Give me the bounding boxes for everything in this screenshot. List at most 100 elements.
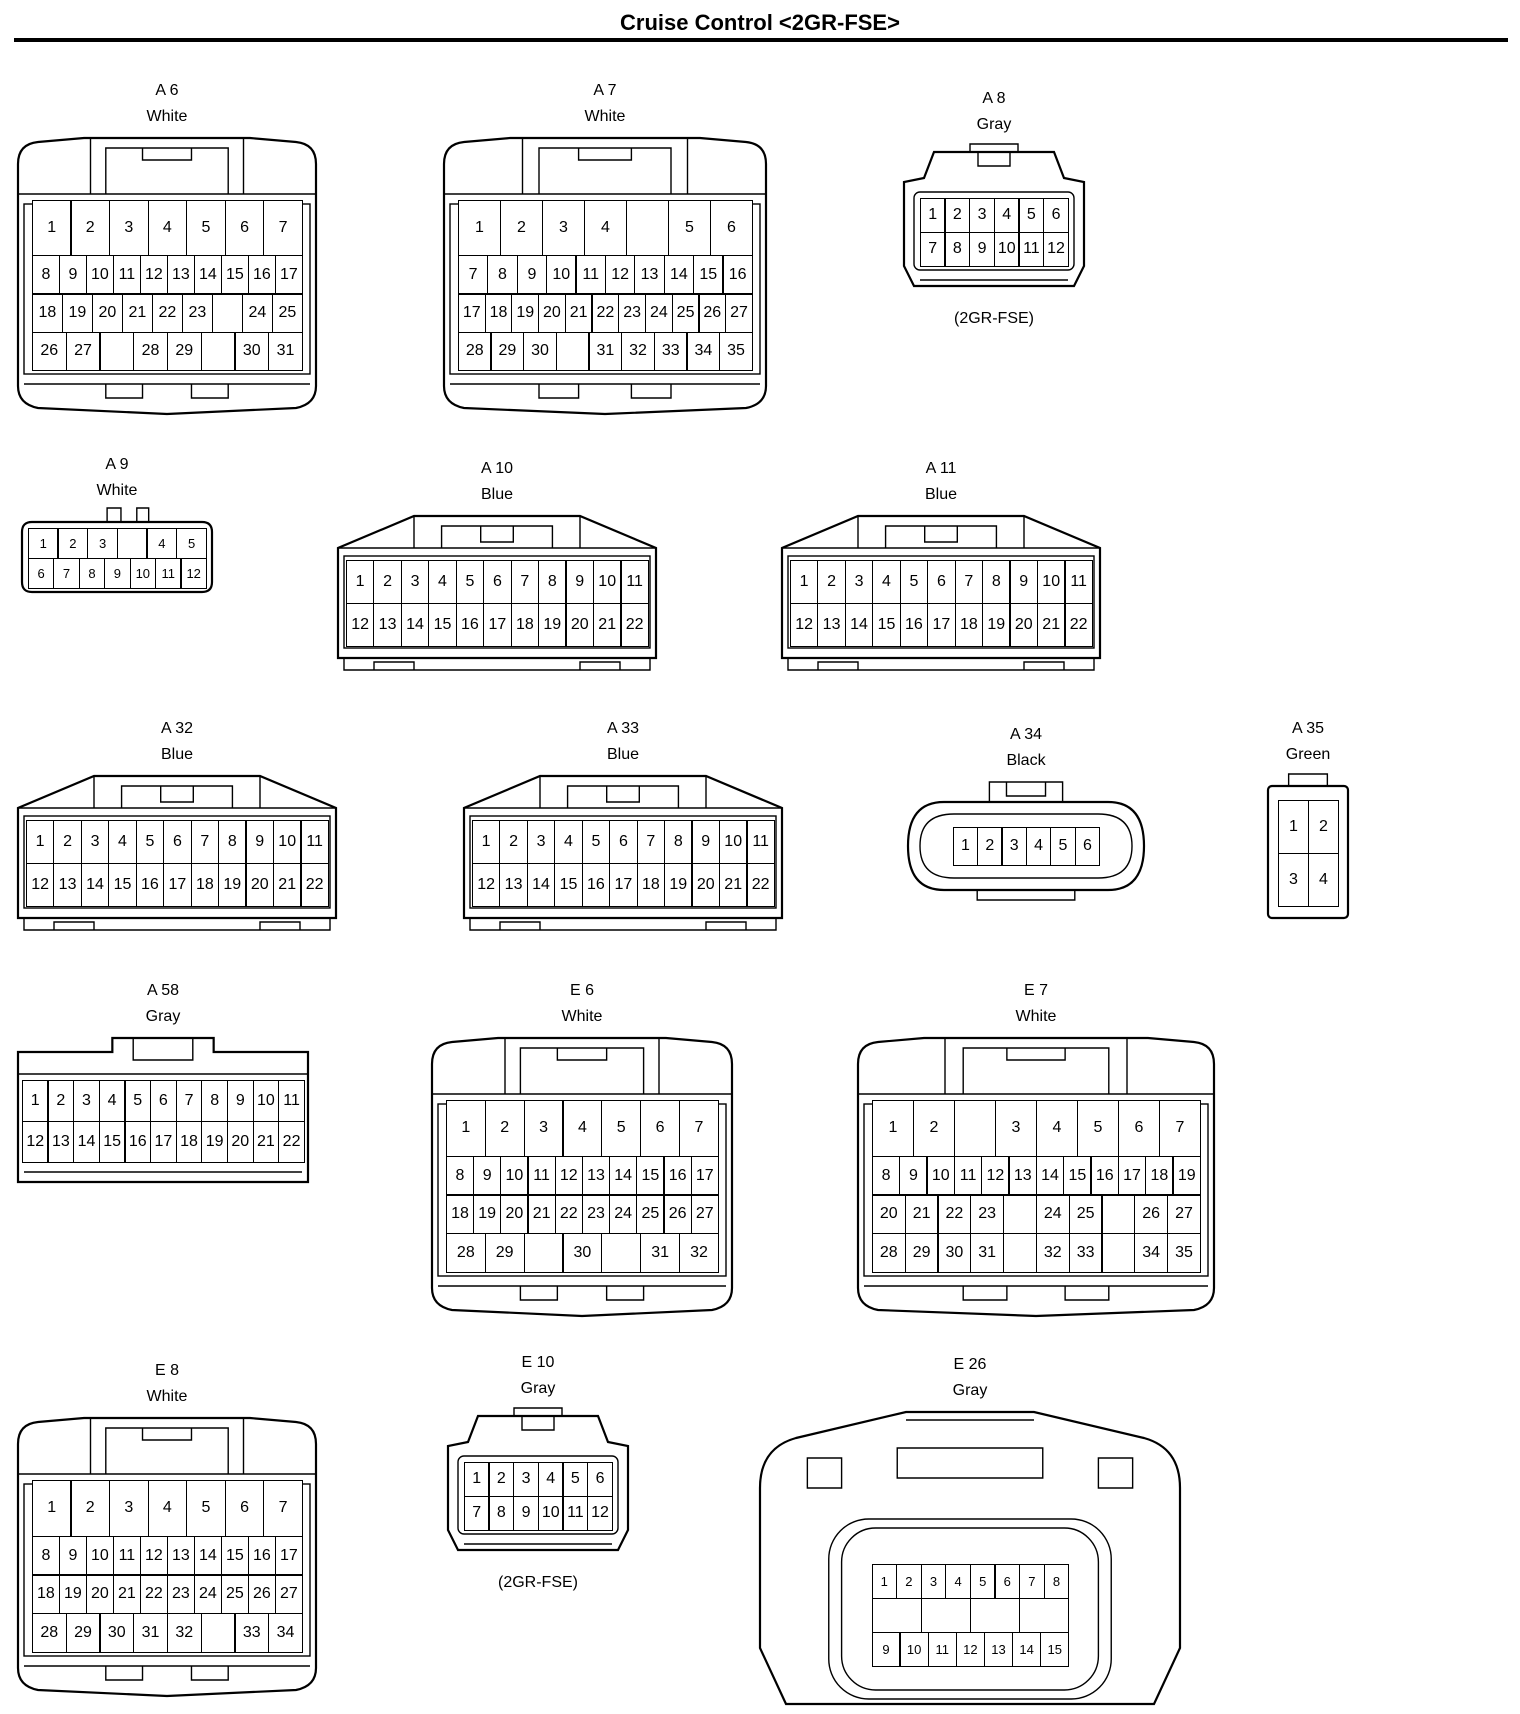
pin-cell: 27 <box>690 1194 719 1235</box>
pin-cell: 12 <box>472 863 501 907</box>
pin-cell: 15 <box>98 1121 126 1163</box>
pin-cell: 4 <box>554 820 583 864</box>
pin-cell: 1 <box>346 560 375 604</box>
connector-note: (2GR-FSE) <box>498 1574 578 1591</box>
connector-housing <box>856 1036 1216 1318</box>
pin-cell: 24 <box>242 293 273 333</box>
pin-cell: 14 <box>194 255 222 295</box>
pin-cell: 9 <box>1009 560 1038 604</box>
pin-cell: 5 <box>135 820 165 864</box>
pin-cell: 3 <box>109 1480 149 1537</box>
pin-cell: 4 <box>872 560 901 604</box>
pin-cell: 9 <box>227 1080 254 1122</box>
pin-cell: 21 <box>719 863 748 907</box>
pin-blank <box>1003 1194 1037 1235</box>
pin-cell: 25 <box>221 1574 249 1615</box>
pin-cell: 5 <box>1018 198 1045 233</box>
pin-cell: 7 <box>954 560 983 604</box>
pin-blank <box>523 1233 564 1273</box>
pin-cell: 9 <box>871 1632 901 1667</box>
pin-cell: 4 <box>147 1480 188 1537</box>
pin-cell: 11 <box>620 560 649 604</box>
pin-cell: 26 <box>32 331 67 371</box>
connector-housing <box>336 514 658 671</box>
pin-cell: 16 <box>581 863 611 907</box>
pin-cell: 20 <box>565 603 594 647</box>
pin-cell: 1 <box>32 200 72 257</box>
pin-cell: 9 <box>513 1496 539 1531</box>
pin-cell: 33 <box>654 331 688 371</box>
pin-cell: 29 <box>484 1233 525 1273</box>
pin-cell: 7 <box>175 1080 203 1122</box>
pin-cell: 12 <box>140 255 168 295</box>
pin-blank <box>200 1613 236 1653</box>
pin-cell: 1 <box>472 820 501 864</box>
pin-cell: 9 <box>899 1156 928 1196</box>
pin-cell: 32 <box>167 1613 202 1653</box>
pin-cell: 20 <box>691 863 720 907</box>
pin-blank <box>99 331 135 371</box>
pin-cell: 16 <box>248 1536 276 1576</box>
pin-cell: 6 <box>587 1462 613 1497</box>
pin-cell: 31 <box>640 1233 680 1273</box>
pin-cell: 20 <box>500 1194 529 1235</box>
connector-color: White <box>584 108 626 125</box>
pin-cell: 18 <box>32 293 63 333</box>
connector-color: White <box>96 482 138 499</box>
pin-cell: 32 <box>621 331 655 371</box>
pin-cell: 8 <box>1043 1564 1070 1599</box>
pin-cell: 1 <box>1278 800 1309 854</box>
pin-cell: 10 <box>899 1632 929 1667</box>
pin-cell: 1 <box>790 560 819 604</box>
pin-cell: 2 <box>70 200 110 257</box>
connector-housing <box>442 136 768 416</box>
pin-cell: 30 <box>562 1233 603 1273</box>
pin-cell: 24 <box>645 293 673 333</box>
pin-cell: 23 <box>167 1574 195 1615</box>
pin-cell: 15 <box>554 863 583 907</box>
pin-blank <box>117 528 148 559</box>
pin-cell: 1 <box>871 1564 897 1599</box>
pin-cell: 23 <box>182 293 213 333</box>
pin-cell: 35 <box>1167 1233 1201 1273</box>
pin-cell: 16 <box>1090 1156 1119 1196</box>
connector-color: Gray <box>976 116 1012 133</box>
pin-cell: 6 <box>609 820 638 864</box>
pin-cell: 3 <box>969 198 995 233</box>
pin-cell: 23 <box>618 293 646 333</box>
pin-cell: 30 <box>937 1233 972 1273</box>
pin-cell: 24 <box>1036 1194 1070 1235</box>
pin-cell: 26 <box>698 293 727 333</box>
pin-cell: 15 <box>221 1536 249 1576</box>
pin-cell: 8 <box>538 560 567 604</box>
pin-cell: 10 <box>273 820 302 864</box>
pin-cell: 2 <box>944 198 971 233</box>
pin-cell: 22 <box>746 863 775 907</box>
connector-code: A 6 <box>155 82 179 99</box>
pin-cell: 11 <box>954 1156 983 1196</box>
pin-cell: 3 <box>844 560 874 604</box>
pin-cell: 28 <box>872 1233 906 1273</box>
pin-cell: 5 <box>581 820 611 864</box>
pin-cell: 8 <box>32 255 60 295</box>
pin-cell: 12 <box>554 1156 583 1196</box>
pin-cell: 14 <box>1036 1156 1065 1196</box>
pin-cell: 18 <box>175 1121 203 1163</box>
connector-housing <box>1266 773 1350 920</box>
pin-cell: 5 <box>1077 1100 1119 1157</box>
pin-cell: 11 <box>1064 560 1093 604</box>
pin-cell: 24 <box>194 1574 222 1615</box>
pin-cell: 20 <box>86 1574 114 1615</box>
pin-cell: 19 <box>1172 1156 1201 1196</box>
pin-cell: 4 <box>562 1100 603 1157</box>
pin-cell: 11 <box>113 1536 141 1576</box>
pin-cell: 17 <box>275 1536 303 1576</box>
pin-cell: 12 <box>140 1536 168 1576</box>
